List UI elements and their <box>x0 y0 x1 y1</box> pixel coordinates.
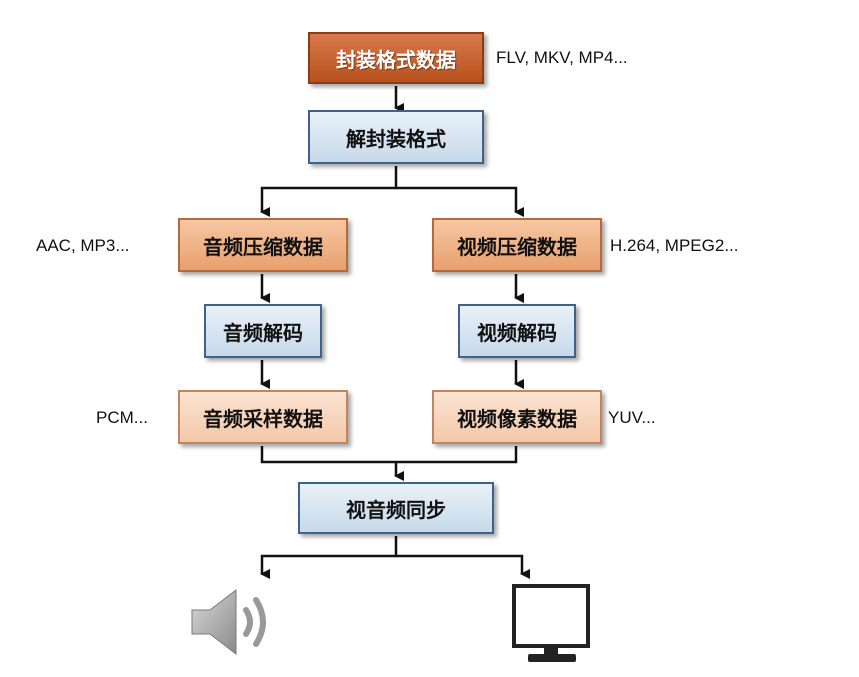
audio-raw-label: PCM... <box>96 408 148 427</box>
speaker-icon <box>191 588 266 656</box>
audio-decode-box: 音频解码 <box>204 304 322 358</box>
split-sync-left <box>260 536 398 579</box>
audio-samples-box: 音频采样数据 <box>178 390 348 444</box>
demux-box: 解封装格式 <box>308 110 484 164</box>
video-decode-box: 视频解码 <box>458 304 576 358</box>
container-formats-label: FLV, MKV, MP4... <box>496 48 628 67</box>
video-codecs-label: H.264, MPEG2... <box>610 236 739 255</box>
monitor-icon <box>512 584 590 662</box>
audio-compressed-box: 音频压缩数据 <box>178 218 348 272</box>
av-sync-box: 视音频同步 <box>298 482 494 534</box>
audio-codecs-label: AAC, MP3... <box>36 236 130 255</box>
split-demux-right <box>396 186 524 217</box>
video-compressed-box: 视频压缩数据 <box>432 218 602 272</box>
merge-to-sync <box>260 446 518 464</box>
split-sync-right <box>396 554 530 579</box>
container-data-box: 封装格式数据 <box>308 32 484 84</box>
video-pixels-box: 视频像素数据 <box>432 390 602 444</box>
split-demux <box>260 166 398 217</box>
video-raw-label: YUV... <box>608 408 656 427</box>
